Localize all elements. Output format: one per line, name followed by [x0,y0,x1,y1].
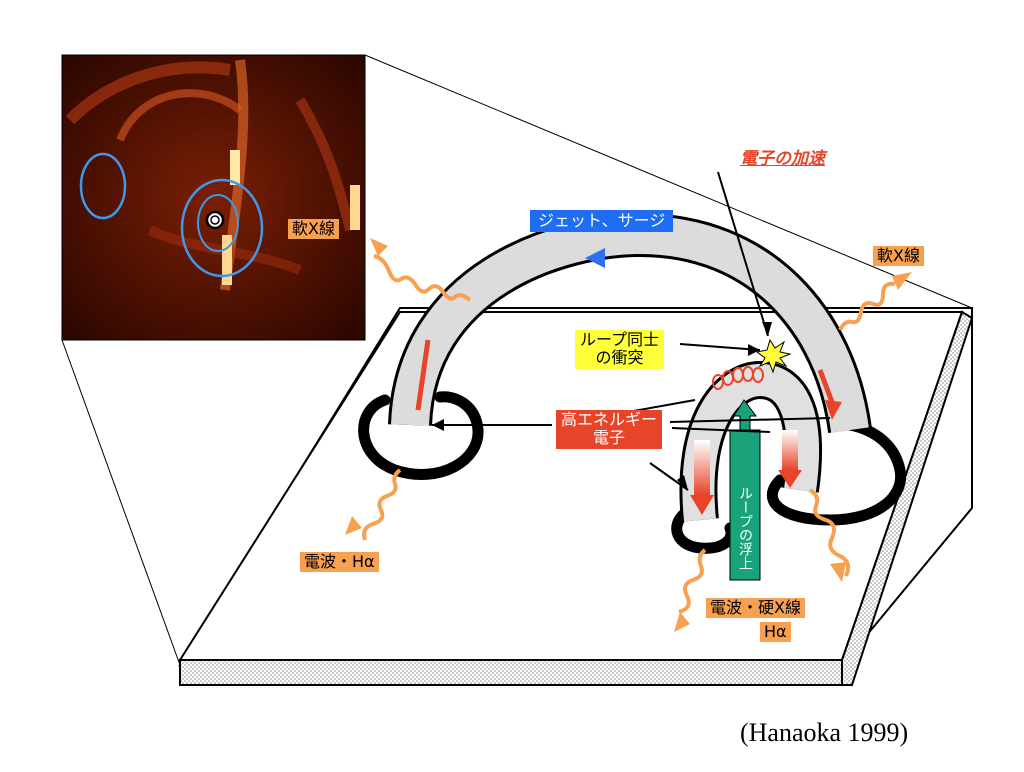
projection-line-left [61,339,181,666]
label-loop-collision-line1: ループ同士 [580,330,660,349]
emission-waves [362,254,896,614]
small-loop [679,360,822,522]
projection-line-top [364,54,973,309]
label-jet-surge: ジェット、サージ [530,210,674,233]
emission-wave-heads [345,238,912,632]
contour-left [79,152,127,220]
contour-inner [197,194,239,252]
citation: (Hanaoka 1999) [740,718,909,747]
contour-core [205,210,225,230]
label-radio-hardxray: 電波・硬X線 [706,598,805,619]
label-soft-xray-left: 軟X線 [288,219,339,240]
label-loop-collision: ループ同士 の衝突 [575,330,665,369]
label-electron-acceleration: 電子の加速 [740,149,825,169]
label-high-energy-electrons: 高エネルギー 電子 [556,410,663,449]
label-soft-xray-right: 軟X線 [873,246,924,267]
label-high-energy-line1: 高エネルギー [561,410,658,429]
label-loop-emergence: ループの浮上 [733,480,757,576]
label-loop-collision-line2: の衝突 [595,348,644,368]
label-high-energy-line2: 電子 [593,428,626,448]
reconnection-star [755,338,792,374]
contour-outer [180,178,264,278]
collision-coils [712,366,764,390]
xray-inset-image [61,54,366,341]
label-halpha-right: Hα [760,622,791,643]
pointer-heads [432,322,772,490]
label-radio-halpha: 電波・Hα [300,552,379,573]
large-loop [388,212,872,434]
